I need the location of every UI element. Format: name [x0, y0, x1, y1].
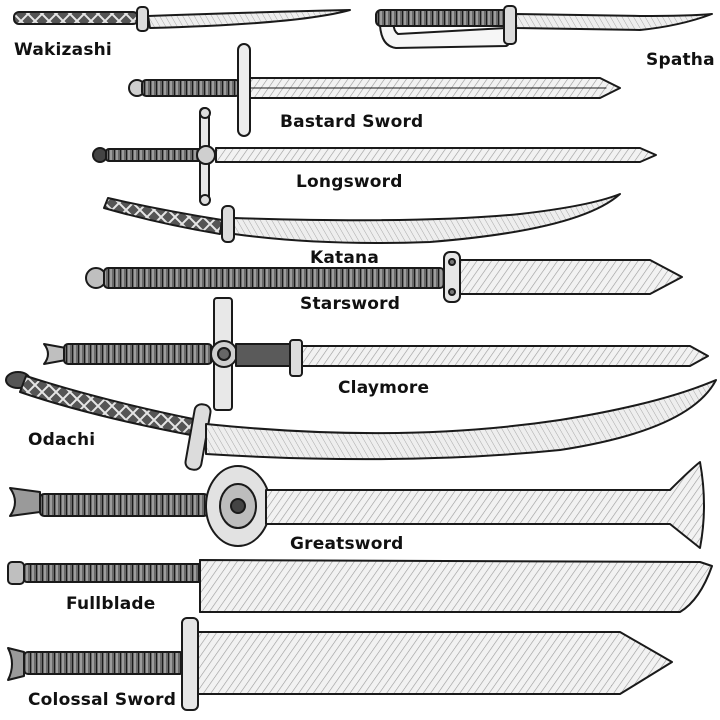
spatha-illustration [375, 5, 713, 49]
wakizashi-label: Wakizashi [14, 40, 112, 60]
claymore-illustration [43, 297, 709, 411]
colossal-sword-illustration [7, 617, 673, 711]
colossal-sword-label: Colossal Sword [28, 690, 177, 710]
katana-illustration [103, 193, 621, 244]
starsword-label: Starsword [300, 294, 401, 314]
katana-label: Katana [310, 248, 380, 268]
bastard-sword-label: Bastard Sword [280, 112, 424, 132]
longsword-illustration [92, 107, 657, 206]
odachi-label: Odachi [28, 430, 96, 450]
starsword-illustration [85, 251, 683, 303]
claymore-label: Claymore [338, 378, 430, 398]
greatsword-label: Greatsword [290, 534, 404, 554]
spatha-label: Spatha [646, 50, 715, 70]
bastard-sword-illustration [128, 43, 621, 137]
odachi-illustration [5, 371, 717, 471]
greatsword-illustration [9, 461, 705, 549]
fullblade-illustration [7, 559, 713, 613]
fullblade-label: Fullblade [66, 594, 156, 614]
wakizashi-illustration [13, 6, 351, 32]
longsword-label: Longsword [296, 172, 403, 192]
